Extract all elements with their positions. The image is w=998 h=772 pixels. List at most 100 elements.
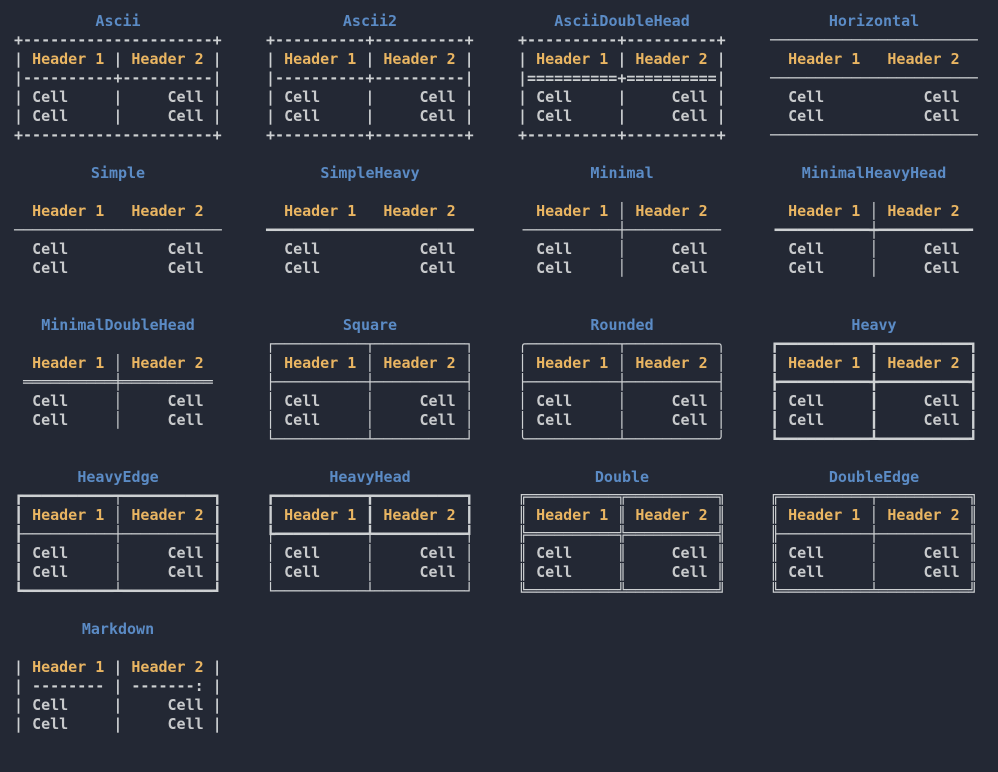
table-title: HeavyHead <box>329 468 411 486</box>
header-text: Header 2 <box>887 506 960 524</box>
table-border <box>320 259 419 277</box>
cell-text: Cell <box>32 715 69 733</box>
table-art: Header 1 Header 2 ━━━━━━━━━━━━━━━━━━━━━━… <box>266 183 474 297</box>
table-border: ┗━━━━━━━━━━┻━━━━━━━━━━┛ <box>770 430 978 448</box>
cell-text: Cell <box>32 563 69 581</box>
table-border <box>960 202 978 220</box>
table-art: Header 1 Header 2 ──────────────────────… <box>14 183 222 297</box>
table-border: +----------+----------+ <box>266 126 474 144</box>
cell-text: Cell <box>32 240 69 258</box>
table-border: ║ <box>518 563 537 581</box>
table-border: | <box>572 107 672 125</box>
table-art: ┏━━━━━━━━━━┳━━━━━━━━━━┓ ┃ Header 1 ┃ Hea… <box>770 335 978 449</box>
table-border: │ <box>266 411 285 429</box>
table-border: │ <box>518 392 537 410</box>
table-art: +---------------------+ | Header 1 | Hea… <box>14 31 222 145</box>
table-border: ║ <box>518 544 537 562</box>
table-border: ╠══════════╬══════════╣ <box>518 525 726 543</box>
table-border: | <box>608 50 636 68</box>
table-border: | <box>203 658 222 676</box>
table-border: | <box>104 50 132 68</box>
table-art: ─────────────────────── Header 1 Header … <box>770 31 978 145</box>
table-border <box>770 202 788 220</box>
table-border: │ <box>824 240 924 258</box>
table-border <box>266 183 474 201</box>
table-border <box>860 50 887 68</box>
table-border <box>770 278 978 296</box>
table-block-simpleheavy: SimpleHeavy Header 1 Header 2 ━━━━━━━━━━… <box>266 164 474 316</box>
table-border: ║ <box>518 506 537 524</box>
cell-text: Cell <box>788 107 825 125</box>
table-border: ║ <box>770 563 789 581</box>
table-block-heavyedge: HeavyEdge┏━━━━━━━━━━┯━━━━━━━━━━┓ ┃ Heade… <box>14 468 222 620</box>
table-border <box>518 278 726 296</box>
table-border: | <box>266 107 285 125</box>
table-border: │ <box>572 411 672 429</box>
table-border: ║ <box>770 506 789 524</box>
table-border: ╺━━━━━━━━━━┿━━━━━━━━━━╸ <box>770 221 978 239</box>
table-border <box>14 354 32 372</box>
table-border: ┗━━━━━━━━━━┷━━━━━━━━━━┛ <box>14 582 222 600</box>
table-border <box>708 259 726 277</box>
table-border: ║ <box>770 544 789 562</box>
cell-text: Cell <box>671 544 708 562</box>
cell-text: Cell <box>167 259 204 277</box>
table-border <box>266 240 284 258</box>
table-border: │ <box>518 411 537 429</box>
table-border: │ <box>455 544 474 562</box>
table-border: ║ <box>608 506 636 524</box>
table-border: | <box>203 88 222 106</box>
table-border: │ <box>707 392 726 410</box>
table-border: | <box>14 715 33 733</box>
table-border: ━━━━━━━━━━━━━━━━━━━━━━━ <box>266 221 474 239</box>
cell-text: Cell <box>923 392 960 410</box>
table-border: ╶──────────┼──────────╴ <box>518 221 726 239</box>
table-border: ┃ <box>203 563 222 581</box>
table-border <box>14 335 222 353</box>
header-text: Header 1 <box>32 354 105 372</box>
table-border: │ <box>266 354 285 372</box>
table-border: | <box>14 88 33 106</box>
cell-text: Cell <box>671 563 708 581</box>
cell-text: Cell <box>923 259 960 277</box>
table-border <box>266 259 284 277</box>
table-border: ║ <box>572 563 672 581</box>
table-block-double: Double╔══════════╦══════════╗ ║ Header 1… <box>518 468 726 620</box>
table-title: MinimalDoubleHead <box>41 316 195 334</box>
table-border <box>960 259 978 277</box>
cell-text: Cell <box>923 88 960 106</box>
cell-text: Cell <box>167 411 204 429</box>
table-border: | <box>455 88 474 106</box>
table-border: | <box>14 658 33 676</box>
header-text: Header 2 <box>635 506 708 524</box>
table-border <box>770 183 978 201</box>
table-border: | <box>518 88 537 106</box>
cell-text: Cell <box>284 392 321 410</box>
cell-text: Cell <box>32 107 69 125</box>
table-border <box>14 278 222 296</box>
cell-text: Cell <box>536 544 573 562</box>
table-border: ┃ <box>959 411 978 429</box>
table-border: ┏━━━━━━━━━━┳━━━━━━━━━━┓ <box>266 487 474 505</box>
cell-text: Cell <box>536 88 573 106</box>
table-art: ┏━━━━━━━━━━┯━━━━━━━━━━┓ ┃ Header 1 │ Hea… <box>14 487 222 601</box>
table-block-ascii2: Ascii2+----------+----------+ | Header 1… <box>266 12 474 164</box>
table-border: | <box>356 50 384 68</box>
table-art: Header 1 │ Header 2 ╺━━━━━━━━━━┿━━━━━━━━… <box>770 183 978 297</box>
table-border <box>960 107 978 125</box>
table-border: ┃ <box>356 506 384 524</box>
table-title: Horizontal <box>828 12 920 30</box>
header-text: Header 1 <box>536 506 609 524</box>
table-title: SimpleHeavy <box>320 164 420 182</box>
table-border: │ <box>68 544 168 562</box>
header-text: Header 2 <box>635 50 708 68</box>
table-border <box>708 202 726 220</box>
table-border: │ <box>707 354 726 372</box>
table-border: ┃ <box>770 411 789 429</box>
cell-text: Cell <box>788 411 825 429</box>
table-block-rounded: Rounded╭──────────┬──────────╮ │ Header … <box>518 316 726 468</box>
table-border: ║ <box>707 506 726 524</box>
table-border: └──────────┴──────────┘ <box>266 430 474 448</box>
table-title: Ascii2 <box>342 12 398 30</box>
cell-text: Cell <box>167 563 204 581</box>
